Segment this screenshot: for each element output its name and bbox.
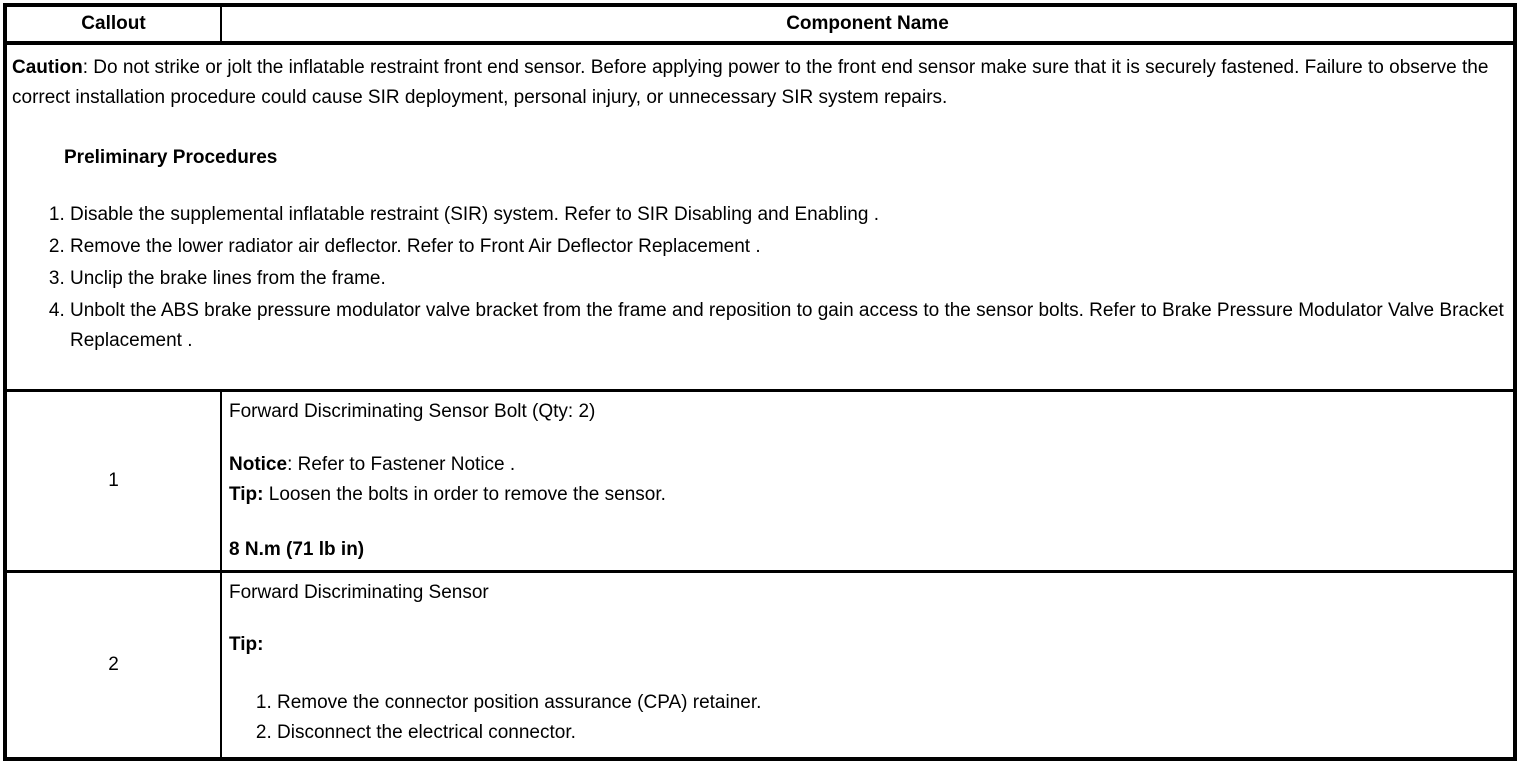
component-cell: Forward Discriminating Sensor Bolt (Qty:… [222, 392, 1513, 570]
notice-label: Notice [229, 454, 288, 475]
component-cell: Forward Discriminating Sensor Tip: Remov… [222, 573, 1513, 757]
callout-number: 1 [7, 392, 222, 570]
step-text-end: . [187, 330, 193, 351]
caution-label: Caution [12, 57, 83, 78]
tip-steps-list: Remove the connector position assurance … [229, 688, 1505, 748]
component-title: Forward Discriminating Sensor Bolt (Qty:… [229, 401, 596, 422]
preliminary-step-2: Remove the lower radiator air deflector.… [70, 232, 1505, 262]
table-row-1: 1 Forward Discriminating Sensor Bolt (Qt… [7, 392, 1513, 573]
tip-step-1: Remove the connector position assurance … [277, 688, 1505, 718]
reference-link[interactable]: Front Air Deflector Replacement [479, 236, 751, 257]
table-header-row: Callout Component Name [7, 7, 1513, 45]
tip-label: Tip: [229, 634, 264, 655]
header-component-name: Component Name [786, 13, 949, 34]
tip-text: Loosen the bolts in order to remove the … [268, 484, 666, 505]
table-row-2: 2 Forward Discriminating Sensor Tip: Rem… [7, 573, 1513, 757]
reference-link[interactable]: Brake Pressure Modulator Valve Bracket R… [70, 300, 1504, 351]
step-text-end: . [755, 236, 761, 257]
caution-section: Caution: Do not strike or jolt the infla… [7, 45, 1513, 392]
step-text-end: . [873, 204, 879, 225]
reference-link[interactable]: Fastener Notice [370, 454, 505, 475]
step-text: Unbolt the ABS brake pressure modulator … [70, 300, 1157, 321]
header-callout: Callout [7, 7, 222, 41]
tip-line: Tip: Loosen the bolts in order to remove… [229, 480, 1505, 510]
reference-link[interactable]: SIR Disabling and Enabling [637, 204, 869, 225]
tip-label: Tip: [229, 484, 264, 505]
torque-spec: 8 N.m (71 lb in) [229, 539, 365, 560]
notice-line: Notice: Refer to Fastener Notice . [229, 450, 1505, 480]
step-text: Disable the supplemental inflatable rest… [70, 204, 632, 225]
callout-number: 2 [7, 573, 222, 757]
notice-text: : Refer to [287, 454, 366, 475]
preliminary-step-3: Unclip the brake lines from the frame. [70, 264, 1505, 294]
component-title: Forward Discriminating Sensor [229, 582, 489, 603]
preliminary-step-1: Disable the supplemental inflatable rest… [70, 200, 1505, 230]
caution-text: : Do not strike or jolt the inflatable r… [12, 57, 1489, 108]
step-text: Remove the lower radiator air deflector.… [70, 236, 475, 257]
step-text: Unclip the brake lines from the frame. [70, 268, 386, 289]
preliminary-procedures-list: Disable the supplemental inflatable rest… [12, 200, 1505, 356]
tip-line: Tip: [229, 630, 1505, 660]
preliminary-step-4: Unbolt the ABS brake pressure modulator … [70, 296, 1505, 356]
caution-paragraph: Caution: Do not strike or jolt the infla… [12, 53, 1505, 113]
notice-text-end: . [509, 454, 516, 475]
tip-step-2: Disconnect the electrical connector. [277, 718, 1505, 748]
component-callout-table: Callout Component Name Caution: Do not s… [3, 3, 1517, 761]
preliminary-procedures-title: Preliminary Procedures [64, 147, 278, 168]
